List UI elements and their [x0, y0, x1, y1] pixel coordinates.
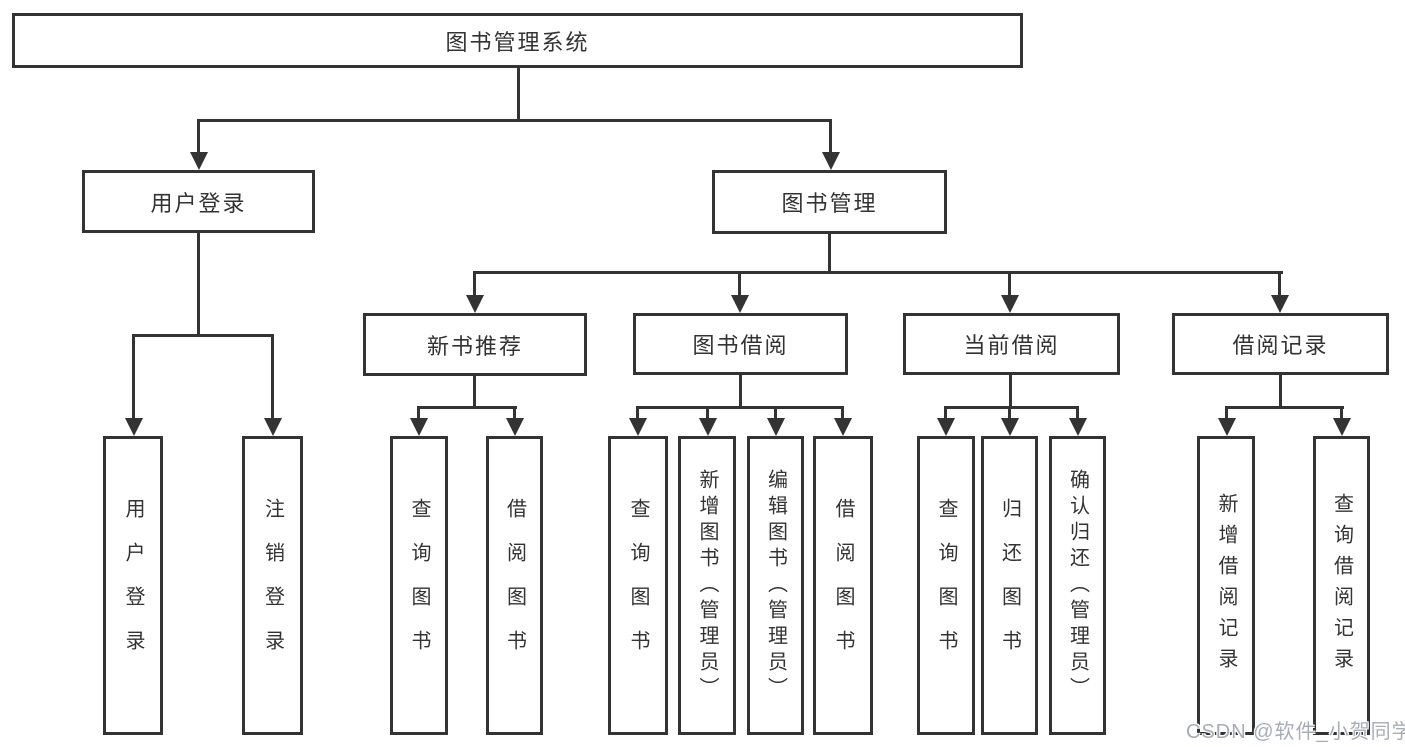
arrow-down-icon: [190, 152, 208, 170]
node-new-book-recommend-label: 新书推荐: [426, 333, 523, 359]
csdn-watermark: CSDN @软件_小贺同学: [1186, 721, 1405, 743]
connector-line: [1340, 406, 1343, 420]
connector-line: [1225, 406, 1344, 409]
leaf-confirm-return-admin-label: 确认归还（管理员）: [1066, 468, 1089, 703]
connector-line: [1225, 406, 1228, 420]
arrow-down-icon: [629, 418, 647, 436]
leaf-query-books-borrowing-label: 查询图书: [627, 497, 649, 674]
connector-line: [473, 271, 1283, 274]
connector-line: [197, 119, 200, 153]
leaf-query-borrow-record: 查询借阅记录: [1313, 436, 1370, 735]
connector-line: [1008, 406, 1011, 420]
node-current-borrowing-label: 当前借阅: [963, 333, 1060, 358]
connector-line: [1008, 271, 1011, 297]
arrow-down-icon: [937, 418, 955, 436]
leaf-edit-book-admin-label: 编辑图书（管理员）: [764, 468, 787, 703]
connector-line: [271, 334, 274, 419]
leaf-user-login: 用户登录: [103, 436, 163, 735]
connector-line: [774, 406, 777, 420]
arrow-down-icon: [699, 418, 717, 436]
node-book-borrowing: 图书借阅: [633, 313, 848, 375]
connector-line: [417, 406, 517, 409]
arrow-down-icon: [1001, 418, 1019, 436]
connector-line: [517, 68, 520, 120]
arrow-down-icon: [1001, 295, 1019, 313]
node-library-system: 图书管理系统: [12, 13, 1023, 68]
node-user-login-label: 用户登录: [150, 190, 247, 216]
leaf-borrow-books-recommend: 借阅图书: [486, 436, 543, 735]
leaf-add-borrow-record-label: 新增借阅记录: [1215, 492, 1237, 679]
leaf-borrow-book: 借阅图书: [813, 436, 873, 735]
leaf-user-login-label: 用户登录: [122, 497, 144, 674]
node-new-book-recommend: 新书推荐: [363, 313, 587, 376]
connector-line: [1279, 375, 1282, 408]
leaf-query-books-recommend: 查询图书: [390, 436, 448, 735]
leaf-query-borrow-record-label: 查询借阅记录: [1330, 492, 1353, 679]
node-book-management: 图书管理: [712, 170, 947, 234]
connector-line: [197, 119, 832, 122]
connector-line: [841, 406, 844, 420]
connector-line: [1278, 271, 1281, 297]
arrow-down-icon: [1069, 418, 1087, 436]
arrow-down-icon: [506, 418, 524, 436]
leaf-edit-book-admin: 编辑图书（管理员）: [747, 436, 804, 735]
node-current-borrowing: 当前借阅: [903, 313, 1120, 375]
connector-line: [706, 406, 709, 420]
connector-line: [132, 334, 135, 419]
connector-line: [513, 406, 516, 420]
arrow-down-icon: [410, 418, 428, 436]
connector-line: [738, 271, 741, 297]
node-book-borrowing-label: 图书借阅: [692, 333, 789, 358]
leaf-logout: 注销登录: [242, 436, 303, 735]
connector-line: [944, 406, 947, 420]
connector-line: [473, 271, 476, 297]
arrow-down-icon: [125, 418, 143, 436]
node-borrow-records-label: 借阅记录: [1232, 333, 1329, 358]
arrow-down-icon: [264, 418, 282, 436]
leaf-add-borrow-record: 新增借阅记录: [1197, 436, 1255, 735]
arrow-down-icon: [767, 418, 785, 436]
arrow-down-icon: [1218, 418, 1236, 436]
leaf-return-book-label: 归还图书: [998, 497, 1021, 674]
leaf-query-books-current-label: 查询图书: [935, 497, 957, 674]
connector-line: [944, 406, 1079, 409]
arrow-down-icon: [731, 295, 749, 313]
connector-line: [636, 406, 844, 409]
leaf-borrow-books-recommend-label: 借阅图书: [503, 497, 526, 674]
leaf-query-books-borrowing: 查询图书: [608, 436, 668, 735]
leaf-return-book: 归还图书: [981, 436, 1038, 735]
leaf-add-book-admin: 新增图书（管理员）: [678, 436, 736, 735]
connector-line: [828, 234, 831, 273]
arrow-down-icon: [466, 295, 484, 313]
connector-line: [1076, 406, 1079, 420]
connector-line: [1009, 375, 1012, 408]
connector-line: [132, 334, 274, 337]
connector-line: [739, 375, 742, 408]
connector-line: [473, 376, 476, 409]
connector-line: [197, 233, 200, 336]
arrow-down-icon: [822, 152, 840, 170]
leaf-borrow-book-label: 借阅图书: [832, 497, 854, 674]
arrow-down-icon: [1271, 295, 1289, 313]
node-library-system-label: 图书管理系统: [445, 29, 590, 55]
leaf-query-books-recommend-label: 查询图书: [408, 497, 430, 674]
arrow-down-icon: [834, 418, 852, 436]
leaf-logout-label: 注销登录: [261, 497, 284, 674]
connector-line: [829, 119, 832, 153]
connector-line: [417, 406, 420, 420]
node-book-management-label: 图书管理: [781, 191, 878, 216]
node-borrow-records: 借阅记录: [1172, 313, 1389, 375]
leaf-add-book-admin-label: 新增图书（管理员）: [696, 468, 718, 703]
leaf-query-books-current: 查询图书: [917, 436, 975, 735]
connector-line: [636, 406, 639, 420]
leaf-confirm-return-admin: 确认归还（管理员）: [1049, 436, 1106, 735]
arrow-down-icon: [1333, 418, 1351, 436]
node-user-login: 用户登录: [82, 170, 315, 233]
